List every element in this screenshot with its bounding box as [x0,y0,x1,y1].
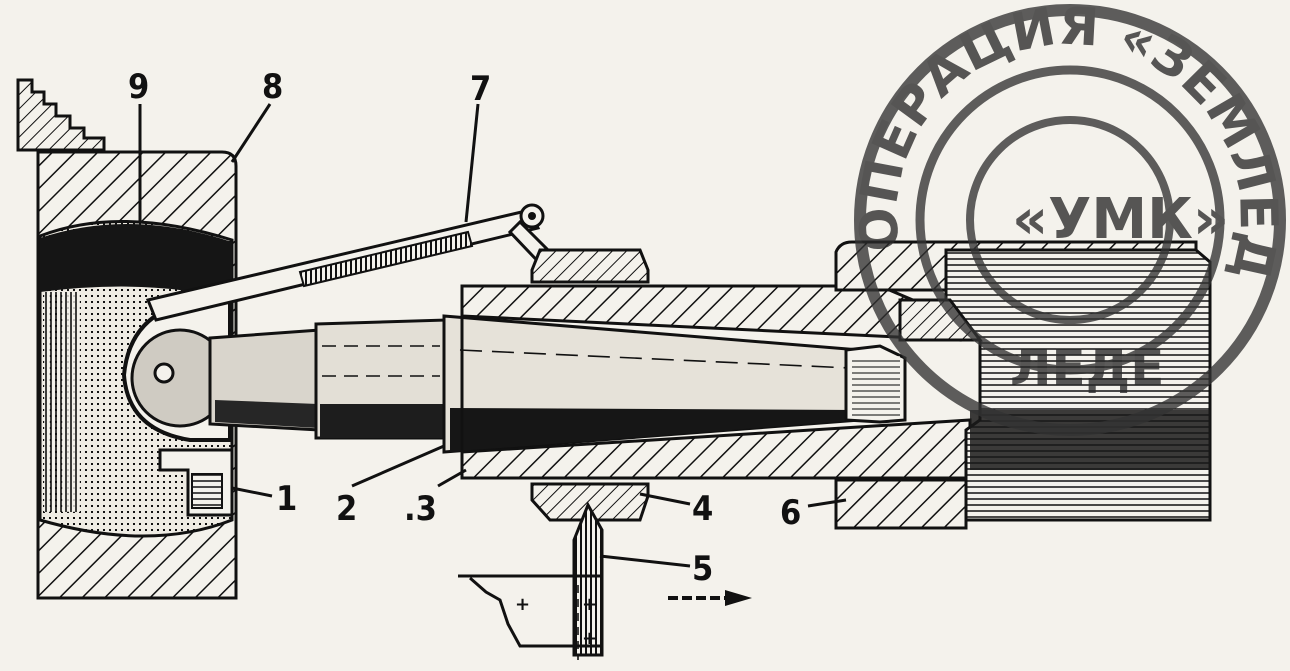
stamp-lower-text: ЛЕДЕ [1010,339,1164,397]
callout-4: 4 [692,489,713,529]
mandrel-shaft [208,314,907,454]
callout-9: 9 [128,67,149,107]
headstock [834,240,1212,530]
lever [145,203,563,322]
callout-5: 5 [692,549,713,589]
cutting-tool [572,501,604,657]
feed-arrow [668,590,752,606]
leader-lines [138,103,847,568]
callout-6: 6 [780,493,801,533]
lower-support [530,482,650,522]
upper-support [530,248,650,284]
callout-3: .3 [404,489,437,529]
callout-1: 1 [276,479,297,519]
callouts: 9 8 7 1 2 .3 4 5 6 [128,67,801,589]
callout-2: 2 [336,489,357,529]
sleeve [460,284,972,480]
callout-7: 7 [470,69,491,109]
stamp-inner-text: «УМК» [1012,187,1229,252]
callout-8: 8 [262,67,283,107]
table-mark-1: + [515,594,530,615]
table-mark-2: + [582,594,597,615]
table-mark-3: + [582,628,597,649]
tool-holder: + + + [458,574,600,660]
